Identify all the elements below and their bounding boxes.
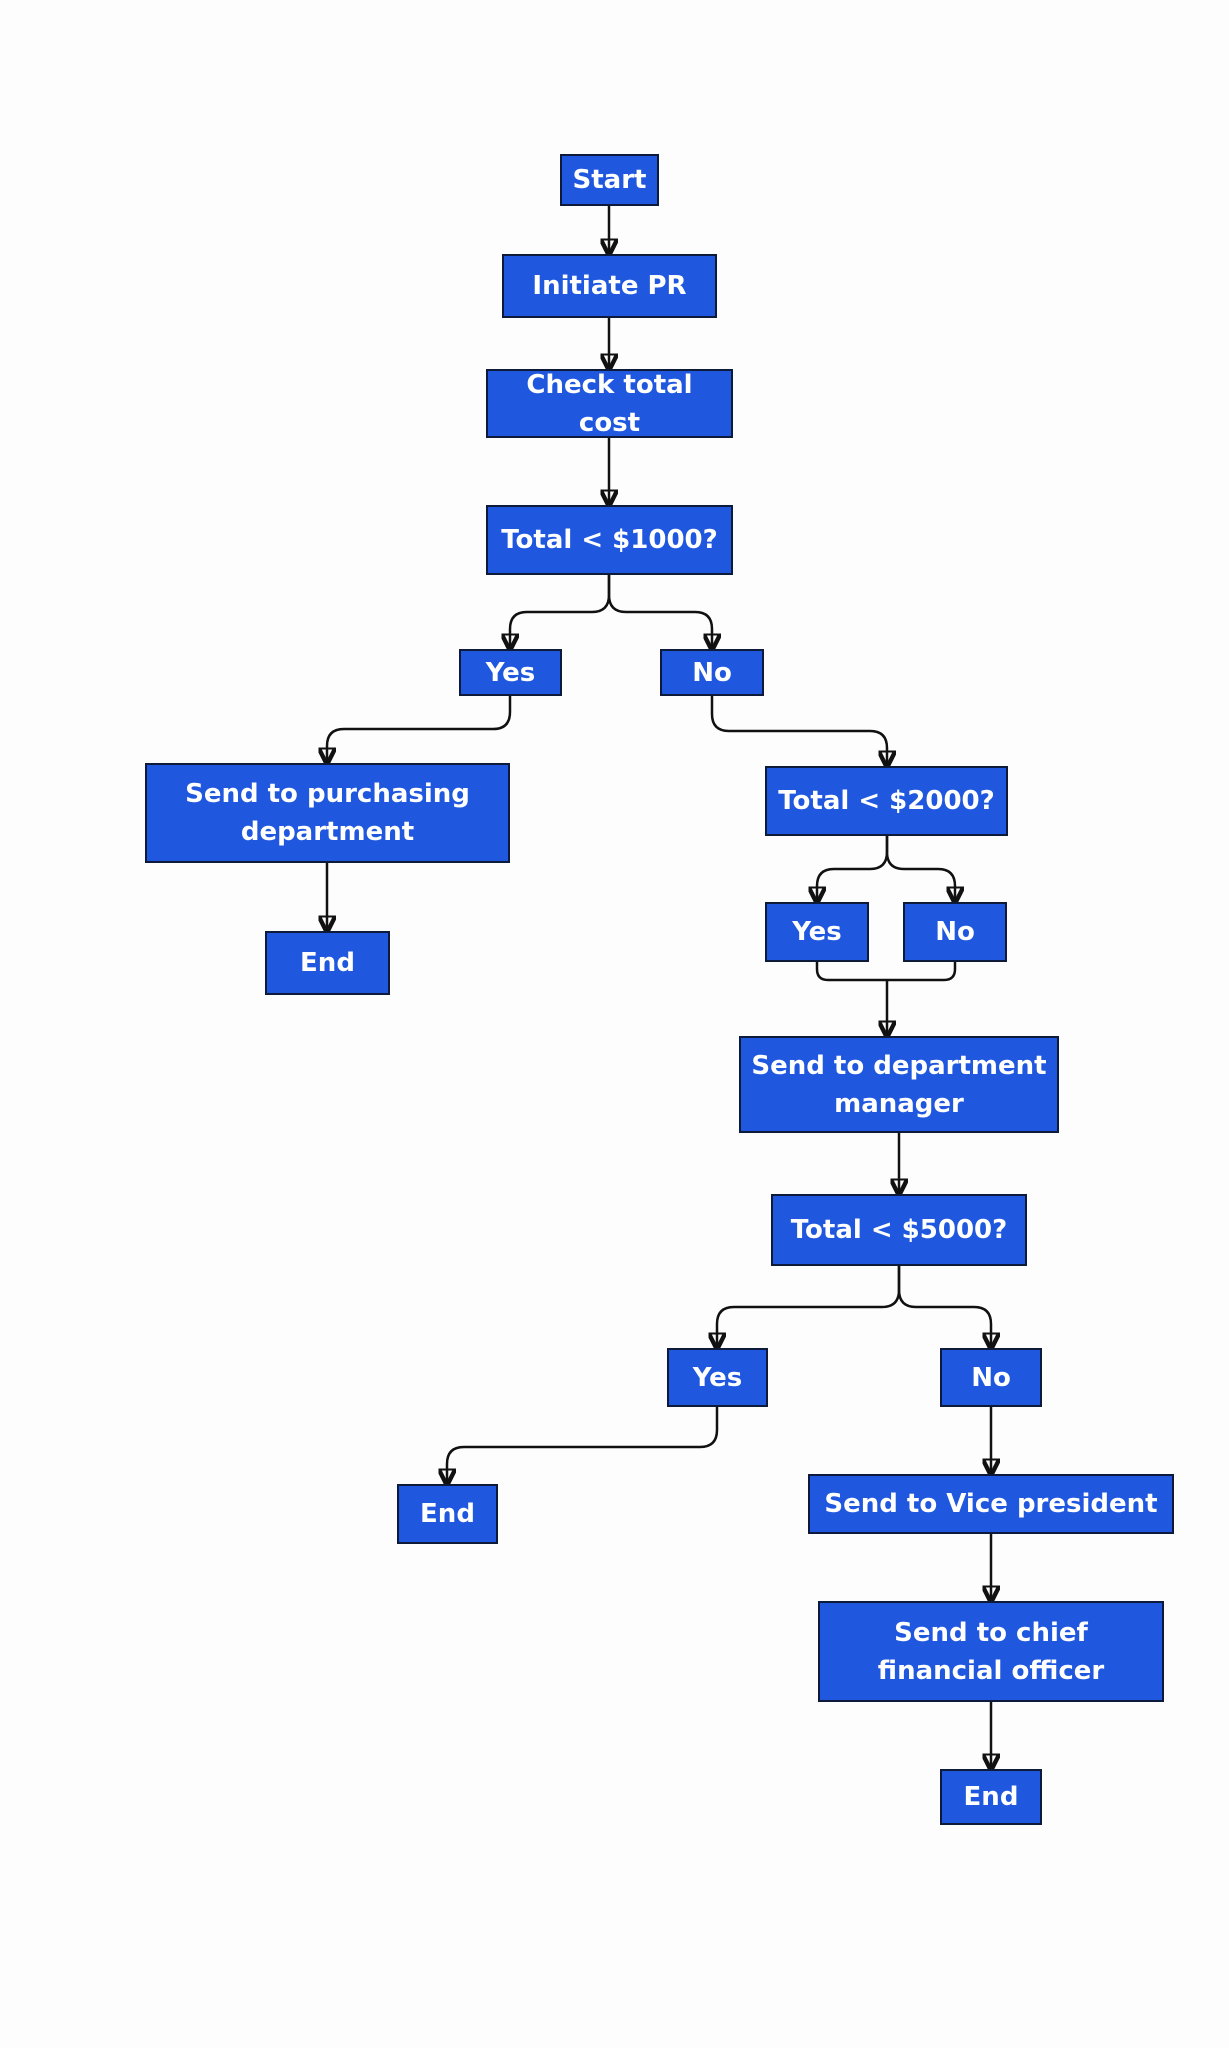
connector-decision2000-to-no	[885, 836, 955, 902]
connector-decision1000-to-no	[607, 575, 712, 649]
no-1000-node: No	[660, 649, 764, 696]
connector-decision1000-to-yes	[510, 575, 611, 649]
no-5000-node: No	[940, 1348, 1042, 1407]
connector-yes1000-to-purchasing	[327, 696, 512, 763]
send-to-department-manager-node: Send to department manager	[739, 1036, 1059, 1133]
end-node-purchasing: End	[265, 931, 390, 995]
connector-yes2000-merge	[815, 962, 887, 982]
connector-decision2000-to-yes	[817, 836, 889, 902]
yes-2000-node: Yes	[765, 902, 869, 962]
end-node-manager: End	[397, 1484, 498, 1544]
yes-1000-node: Yes	[459, 649, 562, 696]
connector-decision5000-to-yes	[717, 1266, 901, 1348]
decision-total-under-5000: Total < $5000?	[771, 1194, 1027, 1266]
connector-yes5000-to-end	[447, 1407, 719, 1484]
check-total-cost-node: Check total cost	[486, 369, 733, 438]
send-to-purchasing-node: Send to purchasing department	[145, 763, 510, 863]
end-node-cfo: End	[940, 1769, 1042, 1825]
send-to-cfo-node: Send to chief financial officer	[818, 1601, 1164, 1702]
start-node: Start	[560, 154, 659, 206]
connector-no2000-merge	[887, 962, 957, 982]
send-to-vice-president-node: Send to Vice president	[808, 1474, 1174, 1534]
connector-decision5000-to-no	[897, 1266, 991, 1348]
yes-5000-node: Yes	[667, 1348, 768, 1407]
no-2000-node: No	[903, 902, 1007, 962]
connector-no1000-to-decision2000	[710, 696, 887, 766]
decision-total-under-1000: Total < $1000?	[486, 505, 733, 575]
decision-total-under-2000: Total < $2000?	[765, 766, 1008, 836]
initiate-pr-node: Initiate PR	[502, 254, 717, 318]
